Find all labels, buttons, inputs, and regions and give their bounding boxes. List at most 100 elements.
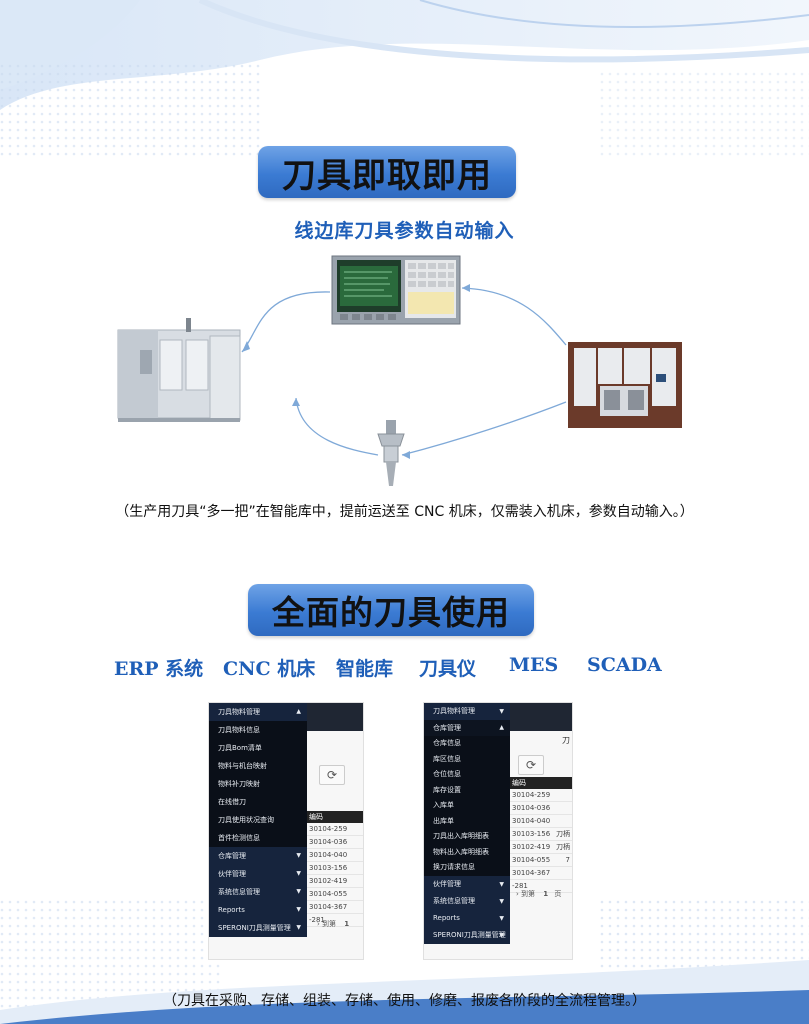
menu-group-reports[interactable]: Reports▼ bbox=[424, 909, 510, 927]
tool-holder-icon bbox=[377, 420, 405, 486]
pager: › 到第 1 页 bbox=[516, 889, 561, 899]
section-title-tools-ready: 刀具即取即用 bbox=[258, 146, 516, 198]
menu-item[interactable]: 仓位信息 bbox=[424, 767, 510, 783]
menu-item[interactable]: 入库单 bbox=[424, 798, 510, 814]
pager-page-input[interactable]: 1 bbox=[543, 890, 549, 898]
column-header-text: 刀 bbox=[562, 736, 570, 745]
refresh-icon[interactable]: ⟳ bbox=[319, 765, 345, 785]
menu-group-speroni[interactable]: SPERONI刀具测量管理▼ bbox=[424, 926, 510, 944]
header-wave-decoration bbox=[0, 0, 809, 160]
code-cell: 30104-036 bbox=[307, 836, 363, 849]
menu-item[interactable]: 在线借刀 bbox=[209, 793, 307, 811]
menu-screenshot-warehouse: 刀 ⟳ 编码 30104-259 30104-036 30104-040 301… bbox=[423, 702, 573, 960]
flow-arc-top-right bbox=[461, 287, 567, 346]
sidebar-menu: 刀具物料管理▲ 刀具物料信息 刀具Bom清单 物料与机台映射 物料补刀映射 在线… bbox=[209, 703, 307, 937]
code-cell: 30104-259 bbox=[510, 789, 572, 802]
menu-group-system-info[interactable]: 系统信息管理▼ bbox=[424, 892, 510, 910]
menu-item[interactable]: 物料出入库明细表 bbox=[424, 844, 510, 860]
pager-goto-label: 到第 bbox=[322, 920, 337, 928]
caption-tools-ready: （生产用刀具“多一把”在智能库中，提前运送至 CNC 机床，仅需装入机床，参数自… bbox=[115, 504, 694, 520]
system-label-presetter: 刀具仪 bbox=[419, 658, 477, 680]
pager-page-suffix: 页 bbox=[554, 890, 562, 898]
systems-row: ERP 系统 CNC 机床 智能库 刀具仪 MES SCADA bbox=[0, 654, 809, 680]
arrow-head-icon bbox=[292, 398, 300, 406]
menu-screenshot-tool-material: ⟳ 编码 30104-259 30104-036 30104-040 30103… bbox=[208, 702, 364, 960]
cnc-controller-icon bbox=[331, 255, 461, 325]
code-cell: 30104-367 bbox=[307, 901, 363, 914]
caret-up-icon: ▲ bbox=[499, 724, 504, 731]
refresh-icon[interactable]: ⟳ bbox=[518, 755, 544, 775]
menu-item[interactable]: 刀具物料信息 bbox=[209, 721, 307, 739]
machining-center-icon bbox=[117, 318, 241, 422]
caret-down-icon: ▼ bbox=[296, 924, 301, 931]
menu-item[interactable]: 刀具Bom清单 bbox=[209, 739, 307, 757]
menu-item[interactable]: 物料补刀映射 bbox=[209, 775, 307, 793]
menu-group-tool-material[interactable]: 刀具物料管理▼ bbox=[424, 703, 510, 720]
caret-down-icon: ▼ bbox=[499, 897, 504, 905]
pager-page-input[interactable]: 1 bbox=[344, 920, 350, 928]
pager-goto-label: 到第 bbox=[521, 890, 536, 898]
menu-item[interactable]: 换刀请求信息 bbox=[424, 860, 510, 876]
system-label-cnc: CNC 机床 bbox=[223, 658, 316, 680]
menu-group-reports[interactable]: Reports▼ bbox=[209, 901, 307, 919]
caret-up-icon: ▲ bbox=[296, 708, 301, 715]
next-page-icon[interactable]: › bbox=[516, 890, 519, 898]
code-cell: 30104-040 bbox=[510, 815, 572, 828]
arrow-head-icon bbox=[462, 284, 470, 292]
sidebar-menu: 刀具物料管理▼ 仓库管理▲ 仓库信息 库区信息 仓位信息 库存设置 入库单 出库… bbox=[424, 703, 510, 944]
menu-item[interactable]: 刀具使用状况查询 bbox=[209, 811, 307, 829]
menu-item[interactable]: 刀具出入库明细表 bbox=[424, 829, 510, 845]
caret-down-icon: ▼ bbox=[296, 870, 301, 877]
menu-item[interactable]: 库区信息 bbox=[424, 751, 510, 767]
menu-group-warehouse[interactable]: 仓库管理▲ bbox=[424, 720, 510, 736]
code-cell: 30104-055 bbox=[307, 888, 363, 901]
smart-tool-storage-icon bbox=[568, 342, 682, 428]
menu-item[interactable]: 首件检测信息 bbox=[209, 829, 307, 847]
section-subtitle: 线边库刀具参数自动输入 bbox=[294, 220, 515, 242]
menu-group-partners[interactable]: 伙伴管理▼ bbox=[424, 875, 510, 893]
flow-arc-bottom-left bbox=[295, 397, 379, 456]
flow-arc-bottom-right bbox=[401, 401, 567, 456]
menu-group-warehouse[interactable]: 仓库管理▼ bbox=[209, 847, 307, 865]
caret-down-icon: ▼ bbox=[499, 708, 504, 715]
code-cell: 30104-040 bbox=[307, 849, 363, 862]
code-cell: -281 bbox=[307, 914, 363, 927]
arrow-head-icon bbox=[242, 341, 250, 352]
section-title-full-usage: 全面的刀具使用 bbox=[248, 584, 534, 636]
menu-item[interactable]: 库存设置 bbox=[424, 782, 510, 798]
menu-item[interactable]: 仓库信息 bbox=[424, 736, 510, 752]
menu-item[interactable]: 出库单 bbox=[424, 813, 510, 829]
caret-down-icon: ▼ bbox=[296, 906, 301, 913]
code-cell: 30104-259 bbox=[307, 823, 363, 836]
tool-flow-illustration bbox=[117, 255, 682, 486]
next-page-icon[interactable]: › bbox=[317, 920, 320, 928]
flow-arc-top-left bbox=[241, 291, 331, 353]
caret-down-icon: ▼ bbox=[296, 852, 301, 859]
code-cell: -281 bbox=[510, 880, 572, 893]
menu-group-partners[interactable]: 伙伴管理▼ bbox=[209, 865, 307, 883]
caret-down-icon: ▼ bbox=[296, 888, 301, 895]
system-label-mes: MES bbox=[509, 654, 559, 676]
code-column-header: 编码 bbox=[510, 777, 572, 789]
system-label-scada: SCADA bbox=[587, 654, 662, 676]
code-cell: 30102-419 bbox=[307, 875, 363, 888]
menu-group-tool-material[interactable]: 刀具物料管理▲ bbox=[209, 703, 307, 721]
code-cell: 30104-036 bbox=[510, 802, 572, 815]
caret-down-icon: ▼ bbox=[499, 914, 504, 922]
caret-down-icon: ▼ bbox=[499, 931, 504, 939]
menu-group-system-info[interactable]: 系统信息管理▼ bbox=[209, 883, 307, 901]
pager: › 到第 1 bbox=[317, 919, 349, 929]
code-cell: 30103-156 bbox=[307, 862, 363, 875]
caption-full-usage: （刀具在采购、存储、组装、存储、使用、修磨、报废各阶段的全流程管理。） bbox=[163, 993, 646, 1009]
menu-group-speroni[interactable]: SPERONI刀具测量管理▼ bbox=[209, 919, 307, 937]
caret-down-icon: ▼ bbox=[499, 880, 504, 888]
system-label-smart-storage: 智能库 bbox=[336, 658, 394, 680]
code-column-header: 编码 bbox=[307, 811, 363, 823]
code-cell: 30104-367 bbox=[510, 867, 572, 880]
arrow-head-icon bbox=[402, 451, 410, 459]
system-label-erp: ERP 系统 bbox=[114, 658, 204, 680]
menu-item[interactable]: 物料与机台映射 bbox=[209, 757, 307, 775]
